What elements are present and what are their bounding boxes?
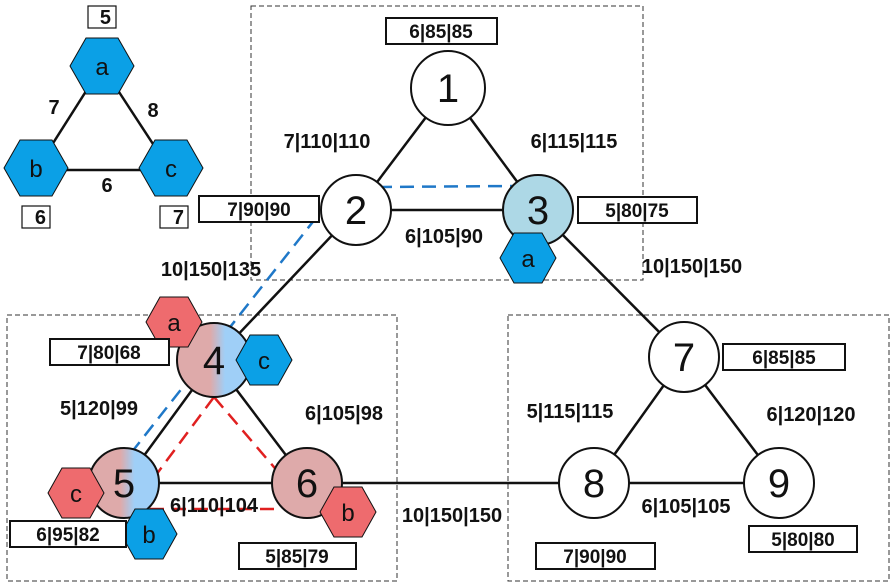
cluster-top [250, 5, 644, 281]
node-6[interactable] [271, 447, 343, 519]
hex-marker-6b [319, 486, 377, 538]
box-node-9-text: 5|80|80 [771, 530, 834, 551]
edge-labels: 7|110|110 6|115|115 6|105|90 10|150|135 … [60, 131, 856, 527]
box-node-7 [722, 343, 846, 371]
box-node-6 [238, 542, 357, 570]
box-node-3 [577, 196, 698, 224]
edge-label-2-4: 10|150|135 [161, 259, 261, 281]
box-node-1-text: 6|85|85 [409, 22, 473, 43]
box-node-2 [198, 195, 320, 223]
edge-label-1-3: 6|115|115 [531, 131, 618, 153]
edge-label-4-5: 5|120|99 [60, 398, 138, 420]
legend-weight-b: 6 [35, 207, 46, 229]
legend-hex-c [138, 139, 204, 197]
edge-label-7-9: 6|120|120 [766, 404, 855, 426]
node-9[interactable] [743, 447, 815, 519]
legend-weight-a-box [87, 5, 117, 29]
edge-label-8-9: 6|105|105 [641, 496, 730, 518]
legend-hex-c-label: c [165, 156, 177, 183]
blue-dash-2-3 [377, 184, 513, 189]
cluster-bottom-left [6, 314, 398, 582]
node-3-label: 3 [527, 189, 549, 233]
red-dash-4-5 [148, 396, 216, 484]
hex-markers: a a c c b b [47, 232, 557, 560]
node-7[interactable] [648, 321, 720, 393]
node-8[interactable] [558, 447, 630, 519]
hex-marker-4a-label: a [167, 310, 181, 337]
node-7-label: 7 [673, 336, 695, 380]
nodes: 1 2 3 4 5 6 7 8 9 [88, 50, 815, 519]
hex-marker-5b [120, 508, 178, 560]
legend-hex-a [69, 37, 135, 95]
hex-marker-3a [499, 232, 557, 284]
node-6-label: 6 [296, 462, 318, 506]
legend-weight-c: 7 [173, 207, 184, 229]
edge-label-3-7: 10|150|150 [642, 256, 742, 278]
box-node-3-text: 5|80|75 [605, 201, 669, 222]
edge-label-1-2: 7|110|110 [284, 131, 371, 153]
edge-label-7-8: 5|115|115 [527, 401, 614, 423]
legend-weight-c-box [159, 205, 189, 229]
hex-marker-5c-label: c [70, 481, 82, 508]
box-node-6-text: 5|85|79 [265, 547, 328, 568]
legend-edge-ab-label: 7 [48, 97, 59, 119]
cluster-bottom-right [507, 314, 890, 582]
legend-hex-a-label: a [95, 54, 109, 81]
node-boxes: 6|85|85 7|90|90 5|80|75 7|80|68 6|95|82 … [9, 17, 858, 570]
box-node-5 [9, 520, 127, 548]
edge-label-4-6: 6|105|98 [305, 403, 383, 425]
node-1-label: 1 [437, 67, 459, 111]
hex-marker-4c-label: c [258, 348, 270, 375]
legend-weight-b-box [21, 205, 51, 229]
red-dash-4-6 [213, 396, 286, 481]
edges [122, 87, 780, 485]
node-2[interactable] [320, 174, 392, 246]
edge-label-6-8: 10|150|150 [402, 505, 502, 527]
legend-hex-b-label: b [29, 156, 42, 183]
box-node-4-text: 7|80|68 [77, 343, 140, 364]
node-4-label: 4 [203, 339, 225, 383]
box-node-2-text: 7|90|90 [227, 200, 290, 221]
box-node-8 [535, 542, 656, 570]
hex-marker-4c [235, 334, 293, 386]
legend-hex-b [3, 139, 69, 197]
legend: a b c 5 6 7 7 8 6 [3, 5, 204, 229]
hex-marker-3a-label: a [521, 246, 535, 273]
edge-label-5-6: 6|110|104 [170, 495, 259, 517]
box-node-4 [49, 338, 170, 366]
node-2-label: 2 [345, 189, 367, 233]
legend-edge-ac-label: 8 [147, 100, 158, 122]
box-node-7-text: 6|85|85 [752, 348, 816, 369]
hex-marker-5c [47, 467, 105, 519]
box-node-1 [385, 17, 498, 45]
node-9-label: 9 [768, 462, 790, 506]
box-node-8-text: 7|90|90 [563, 547, 626, 568]
node-1[interactable] [410, 50, 486, 126]
box-node-5-text: 6|95|82 [36, 525, 99, 546]
node-8-label: 8 [583, 462, 605, 506]
hex-marker-5b-label: b [142, 522, 155, 549]
legend-weight-a: 5 [100, 7, 111, 29]
hex-marker-6b-label: b [341, 500, 354, 527]
node-5-label: 5 [113, 462, 135, 506]
legend-edge-bc-label: 6 [101, 175, 112, 197]
edge-label-2-3: 6|105|90 [405, 226, 483, 248]
box-node-9 [748, 525, 858, 553]
